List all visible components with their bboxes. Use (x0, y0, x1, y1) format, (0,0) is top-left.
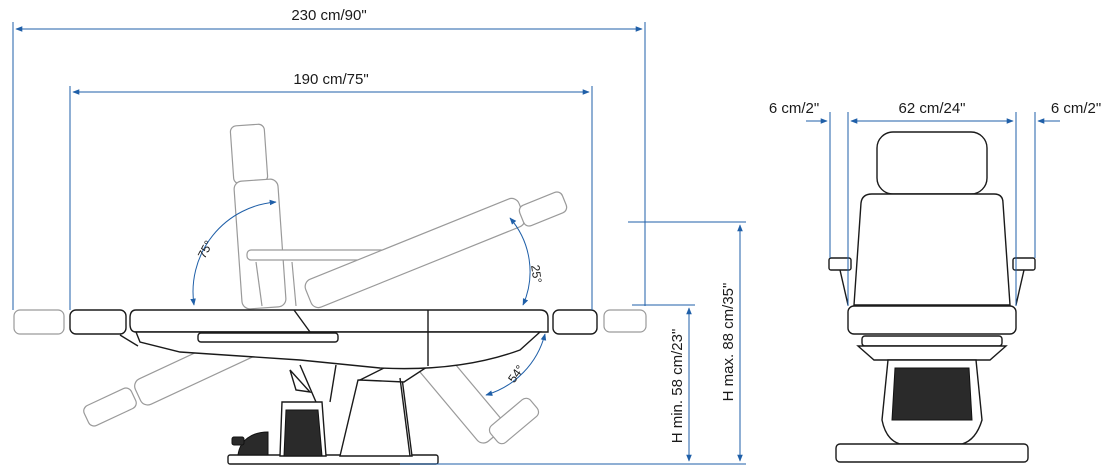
armrest-right-label: 6 cm/2" (1051, 100, 1101, 117)
height-min-label: H min. 58 cm/23" (669, 329, 686, 444)
front-seat (847, 305, 1017, 335)
chair-base (227, 359, 439, 465)
headrest-flat (69, 309, 127, 335)
legrest-up-angle-arc (509, 217, 531, 306)
front-backrest (853, 193, 1011, 306)
overall-length-label: 230 cm/90" (291, 7, 366, 24)
seat-length-label: 190 cm/75" (293, 71, 368, 88)
backrest-angle-arc (190, 199, 277, 306)
footrest-flat (552, 309, 598, 335)
legrest-down-angle-arc (485, 333, 547, 396)
front-headrest (876, 131, 988, 195)
height-max-label: H max. 88 cm/35" (720, 283, 737, 402)
height-min-dimension: H min. 58 cm/23" (632, 304, 695, 462)
height-max-dimension: H max. 88 cm/35" (628, 221, 746, 462)
front-base (835, 443, 1029, 463)
seat-length-dimension: 190 cm/75" (69, 71, 593, 310)
legrest-raised-ghost (304, 191, 568, 309)
chair-body-flat (119, 309, 549, 370)
legrest-up-angle-label: 25° (528, 264, 544, 284)
backrest-angle-label: 75° (195, 238, 216, 261)
front-armrests (828, 257, 1036, 306)
legrest-down-angle-label: 54° (505, 362, 527, 385)
front-view: 6 cm/2" 62 cm/24" 6 cm/2" (769, 100, 1101, 463)
overall-length-dimension: 230 cm/90" (12, 7, 646, 310)
seat-width-label: 62 cm/24" (898, 100, 965, 117)
headrest-flat-ghost (13, 309, 65, 335)
front-width-dimensions: 6 cm/2" 62 cm/24" 6 cm/2" (769, 100, 1101, 306)
armrest-left-label: 6 cm/2" (769, 100, 819, 117)
side-view: 75° 25° 54° 230 cm/90" 190 cm/75" H min.… (12, 7, 746, 465)
footrest-extended-ghost (603, 309, 647, 333)
